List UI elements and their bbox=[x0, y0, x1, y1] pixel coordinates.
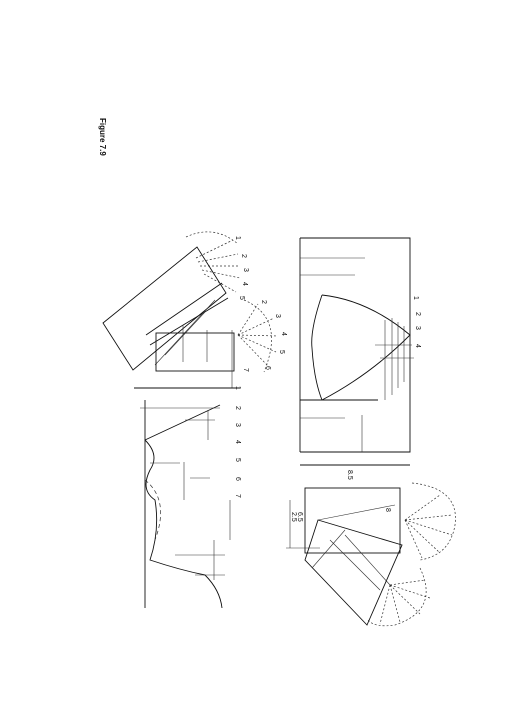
fan-label-4: 4 bbox=[280, 332, 287, 336]
left-mark-3: 3 bbox=[234, 423, 241, 427]
left-mark-2: 2 bbox=[234, 406, 241, 410]
cap-arc bbox=[185, 231, 239, 245]
sleeve-cap-left bbox=[311, 294, 323, 401]
fan-label-6: 6 bbox=[264, 366, 271, 370]
measure-left: 2.5 bbox=[290, 512, 297, 522]
right-sleeve-draft bbox=[299, 237, 414, 453]
diagram-labels: 1 2 3 4 5 2 3 4 5 6 7 1 2 3 4 5 6 7 1 2 … bbox=[234, 236, 421, 522]
center-mark-3: 3 bbox=[414, 326, 421, 330]
left-bodice-draft bbox=[134, 387, 240, 609]
left-mark-6: 6 bbox=[234, 477, 241, 481]
figure-caption: Figure 7.9 bbox=[98, 118, 107, 156]
left-mark-4: 4 bbox=[234, 440, 241, 444]
cap-label-1: 1 bbox=[234, 236, 241, 240]
cap-label-4: 4 bbox=[241, 282, 248, 286]
measure-left-b: 6.5 bbox=[296, 512, 303, 522]
cap-label-3: 3 bbox=[242, 268, 249, 272]
upper-left-panel bbox=[102, 231, 279, 389]
measure-diag: 8 bbox=[384, 508, 391, 512]
left-mark-5: 5 bbox=[234, 458, 241, 462]
rotated-block bbox=[102, 246, 227, 371]
sleeve-cap-right bbox=[321, 294, 411, 401]
left-mark-7: 7 bbox=[234, 494, 241, 498]
center-mark-4: 4 bbox=[414, 344, 421, 348]
measure-top: 8.5 bbox=[346, 470, 353, 480]
fan-label-5: 5 bbox=[278, 350, 285, 354]
center-mark-1: 1 bbox=[412, 296, 419, 300]
fan-label-7: 7 bbox=[242, 368, 249, 372]
cap-label-5: 5 bbox=[238, 296, 245, 300]
fan-label-3: 3 bbox=[274, 314, 281, 318]
cap-label-2: 2 bbox=[240, 254, 247, 258]
center-mark-2: 2 bbox=[414, 312, 421, 316]
lower-fan-arc bbox=[367, 567, 427, 627]
lower-right-draft bbox=[286, 464, 456, 627]
rotated-sleeve bbox=[304, 519, 403, 626]
left-mark-1: 1 bbox=[234, 386, 241, 390]
inner-rect bbox=[155, 332, 235, 372]
upper-fan-arc bbox=[411, 482, 456, 561]
lower-rect bbox=[304, 487, 401, 554]
small-fan-arc bbox=[243, 299, 272, 373]
fan-label-2: 2 bbox=[260, 300, 267, 304]
